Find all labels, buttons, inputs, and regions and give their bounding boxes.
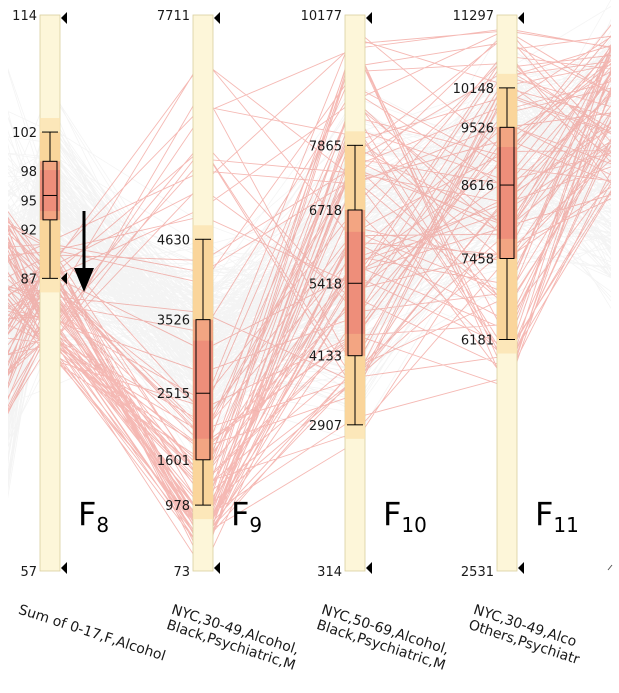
tick-label: 2515 bbox=[157, 387, 190, 402]
density-band-core bbox=[497, 147, 517, 239]
axis-id-letter: F bbox=[383, 495, 401, 533]
axis-id-label: F11 bbox=[535, 495, 579, 537]
tick-label: 7458 bbox=[461, 252, 494, 267]
tick-label: 8616 bbox=[461, 179, 494, 194]
axis-id-index: 9 bbox=[249, 513, 262, 537]
axis-id-letter: F bbox=[231, 495, 249, 533]
range-marker-bottom[interactable] bbox=[61, 562, 67, 574]
tick-label: 114 bbox=[12, 9, 37, 24]
tick-label: 102 bbox=[12, 126, 37, 141]
tick-label: 6181 bbox=[461, 333, 494, 348]
tick-label: 4133 bbox=[309, 350, 342, 365]
axis-title: Sum of 0-17,F,Alcohol bbox=[16, 602, 167, 665]
axis-id-letter: F bbox=[535, 495, 553, 533]
tick-label: 92 bbox=[20, 224, 37, 239]
axis-id-label: F9 bbox=[231, 495, 262, 537]
context-lines bbox=[8, 0, 611, 499]
axis-bar bbox=[39, 14, 61, 572]
range-marker-top[interactable] bbox=[61, 12, 67, 24]
tick-label: 10177 bbox=[301, 9, 342, 24]
range-marker-top[interactable] bbox=[518, 12, 524, 24]
tick-label: 7865 bbox=[309, 139, 342, 154]
tick-label: 10148 bbox=[453, 82, 494, 97]
range-marker-bottom[interactable] bbox=[518, 562, 524, 574]
axis-id-label: F8 bbox=[78, 495, 109, 537]
tick-label: 5418 bbox=[309, 277, 342, 292]
range-marker-selection[interactable] bbox=[61, 272, 67, 285]
axis-id-index: 8 bbox=[96, 513, 109, 537]
annotations bbox=[74, 211, 613, 571]
axis-id-index: 10 bbox=[401, 513, 426, 537]
highlight-lines bbox=[8, 24, 611, 570]
tick-label: 11297 bbox=[453, 9, 494, 24]
tick-label: 314 bbox=[317, 565, 342, 580]
tick-label: 1601 bbox=[157, 454, 190, 469]
tick-label: 9526 bbox=[461, 121, 494, 136]
box-iqr bbox=[42, 160, 58, 221]
axis-id-index: 11 bbox=[553, 513, 578, 537]
tick-label: 978 bbox=[165, 499, 190, 514]
context-line-bundle bbox=[8, 0, 611, 499]
axis-F10: 10177 7865 6718 5418 4133 2907 314 F10NYC,50-69… bbox=[301, 9, 451, 674]
axis-title: NYC,50-69,Alcohol,Black,Psychiatric,M bbox=[314, 602, 450, 674]
density-band-core bbox=[193, 340, 213, 439]
tick-label: 2907 bbox=[309, 419, 342, 434]
axis-title: NYC,30-49,Alcohol,Black,Psychiatric,M bbox=[164, 602, 300, 674]
edge-tick bbox=[607, 564, 613, 571]
tick-label: 4630 bbox=[157, 233, 190, 248]
highlight-line-bundle bbox=[8, 24, 611, 570]
tick-label: 7711 bbox=[157, 9, 190, 24]
range-marker-top[interactable] bbox=[366, 12, 372, 24]
tick-label: 2531 bbox=[461, 565, 494, 580]
axis-id-label: F10 bbox=[383, 495, 427, 537]
tick-label: 87 bbox=[20, 272, 37, 287]
range-marker-top[interactable] bbox=[214, 12, 220, 24]
density-band-core bbox=[40, 170, 60, 212]
tick-label: 73 bbox=[173, 565, 190, 580]
range-marker-bottom[interactable] bbox=[214, 562, 220, 574]
annotation-arrow-head bbox=[74, 268, 94, 292]
tick-label: 98 bbox=[20, 165, 37, 180]
tick-label: 6718 bbox=[309, 204, 342, 219]
tick-label: 57 bbox=[20, 565, 37, 580]
box-iqr bbox=[499, 126, 515, 259]
axis-id-letter: F bbox=[78, 495, 96, 533]
axis-title-line: Sum of 0-17,F,Alcohol bbox=[16, 602, 167, 665]
tick-label: 3526 bbox=[157, 314, 190, 329]
tick-label: 95 bbox=[20, 194, 37, 209]
box-iqr bbox=[195, 319, 211, 461]
range-marker-bottom[interactable] bbox=[366, 562, 372, 574]
